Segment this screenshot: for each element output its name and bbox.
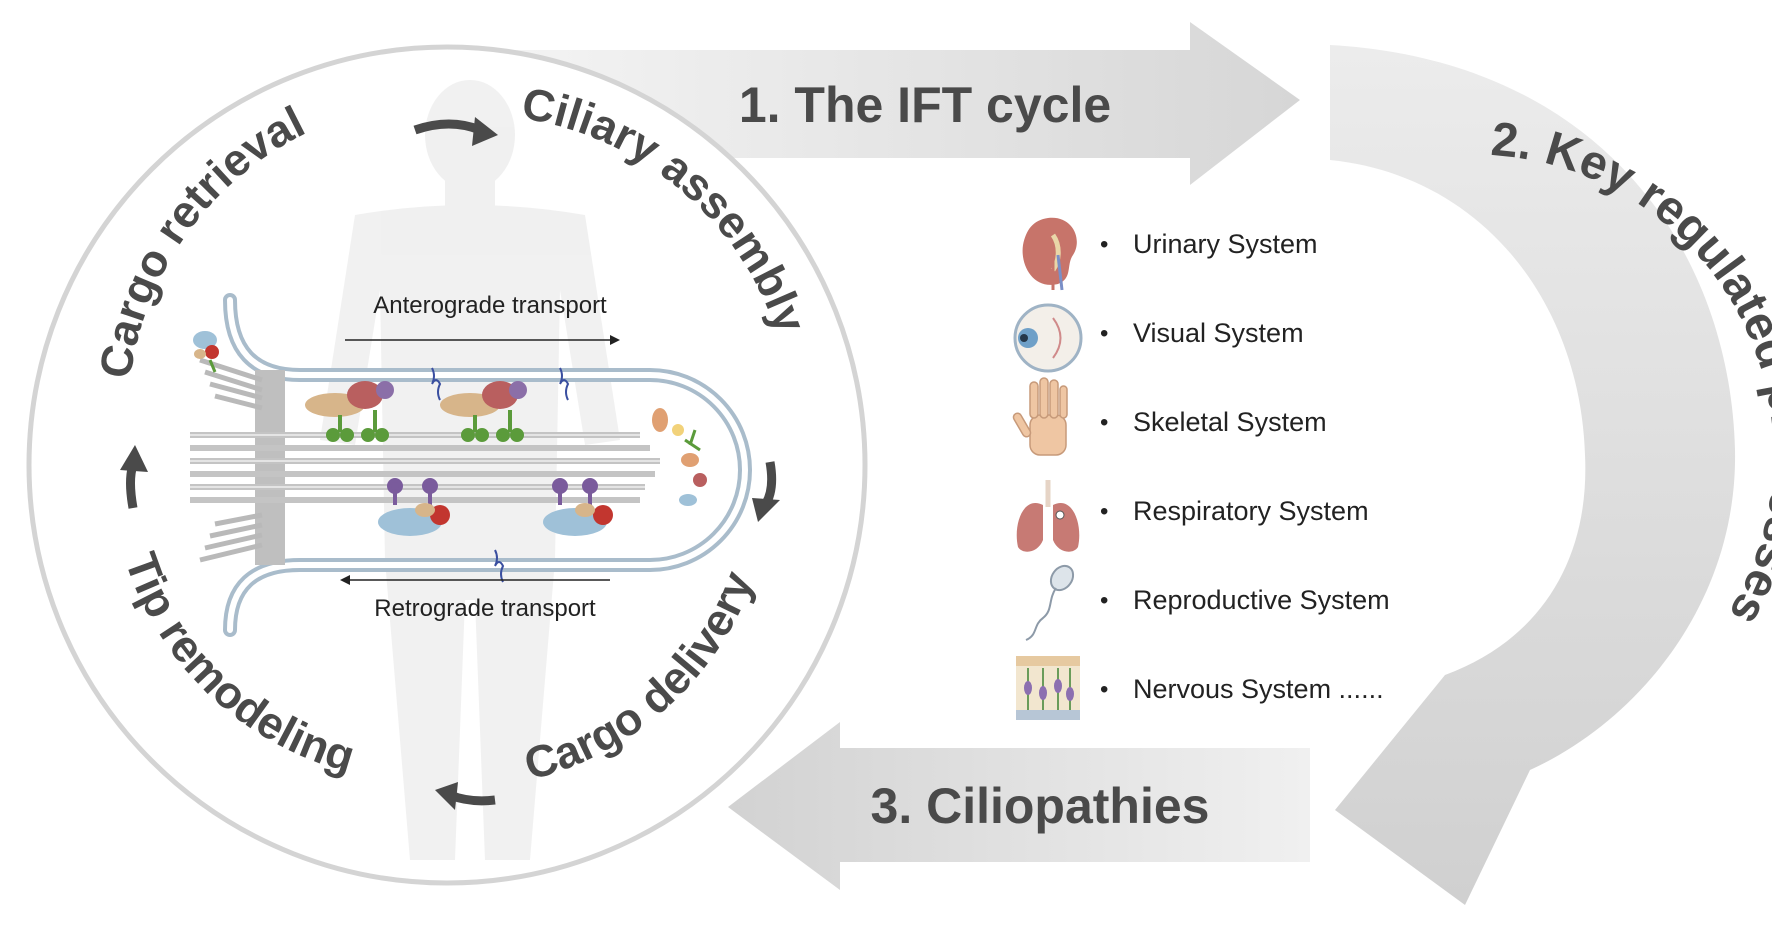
retrograde-arrowhead [340, 575, 350, 585]
cilium [190, 293, 752, 637]
anterograde-arrowhead [610, 335, 620, 345]
neuron-tissue-icon [1016, 656, 1080, 720]
flow-arrow-1-label: 1. The IFT cycle [739, 77, 1111, 133]
anterograde-transport-label: Anterograde transport [373, 292, 607, 319]
system-label: Visual System [1133, 318, 1304, 348]
bullet: • [1100, 676, 1108, 703]
flow-arrow-2 [1330, 45, 1736, 905]
ift-train-anterograde-2 [440, 381, 527, 442]
membrane-receptors [431, 367, 570, 583]
bullet: • [1100, 231, 1108, 258]
cycle-arrow-right [752, 461, 780, 522]
system-item-reproductive: • Reproductive System [1100, 585, 1390, 615]
system-label: Respiratory System [1133, 496, 1369, 526]
basal-body [255, 370, 285, 565]
ift-train-anterograde-1 [305, 381, 394, 442]
flow-arrow-3 [728, 722, 1310, 890]
system-label: Reproductive System [1133, 585, 1390, 615]
cycle-arrow-top [413, 117, 498, 146]
lungs-icon [1016, 480, 1080, 552]
cycle-arrow-bottom [435, 782, 496, 810]
system-label: Urinary System [1133, 229, 1318, 259]
system-item-urinary: • Urinary System [1100, 229, 1318, 259]
eye-icon [1013, 303, 1083, 373]
cycle-arrow-left [120, 445, 148, 509]
bullet: • [1100, 320, 1108, 347]
hand-icon [1012, 377, 1068, 456]
free-cargo-cluster [193, 331, 219, 373]
ift-train-retrograde-1 [378, 478, 450, 536]
kidney-icon [1022, 217, 1077, 291]
flow-arrow-3-label: 3. Ciliopathies [871, 778, 1210, 834]
system-label: Skeletal System [1133, 407, 1327, 437]
tip-cargo [652, 408, 707, 506]
bullet: • [1100, 587, 1108, 614]
bullet: • [1100, 409, 1108, 436]
bullet: • [1100, 498, 1108, 525]
retrograde-transport-label: Retrograde transport [374, 595, 596, 622]
ift-train-retrograde-2 [543, 478, 613, 536]
system-item-skeletal: • Skeletal System [1100, 407, 1327, 437]
system-item-nervous: • Nervous System ...... [1100, 674, 1384, 704]
system-item-visual: • Visual System [1100, 318, 1304, 348]
organ-systems-list: • Urinary System • Visual System • Skele… [1012, 217, 1390, 720]
system-item-respiratory: • Respiratory System [1100, 496, 1369, 526]
sperm-icon [1025, 564, 1075, 641]
system-label: Nervous System ...... [1133, 674, 1384, 704]
